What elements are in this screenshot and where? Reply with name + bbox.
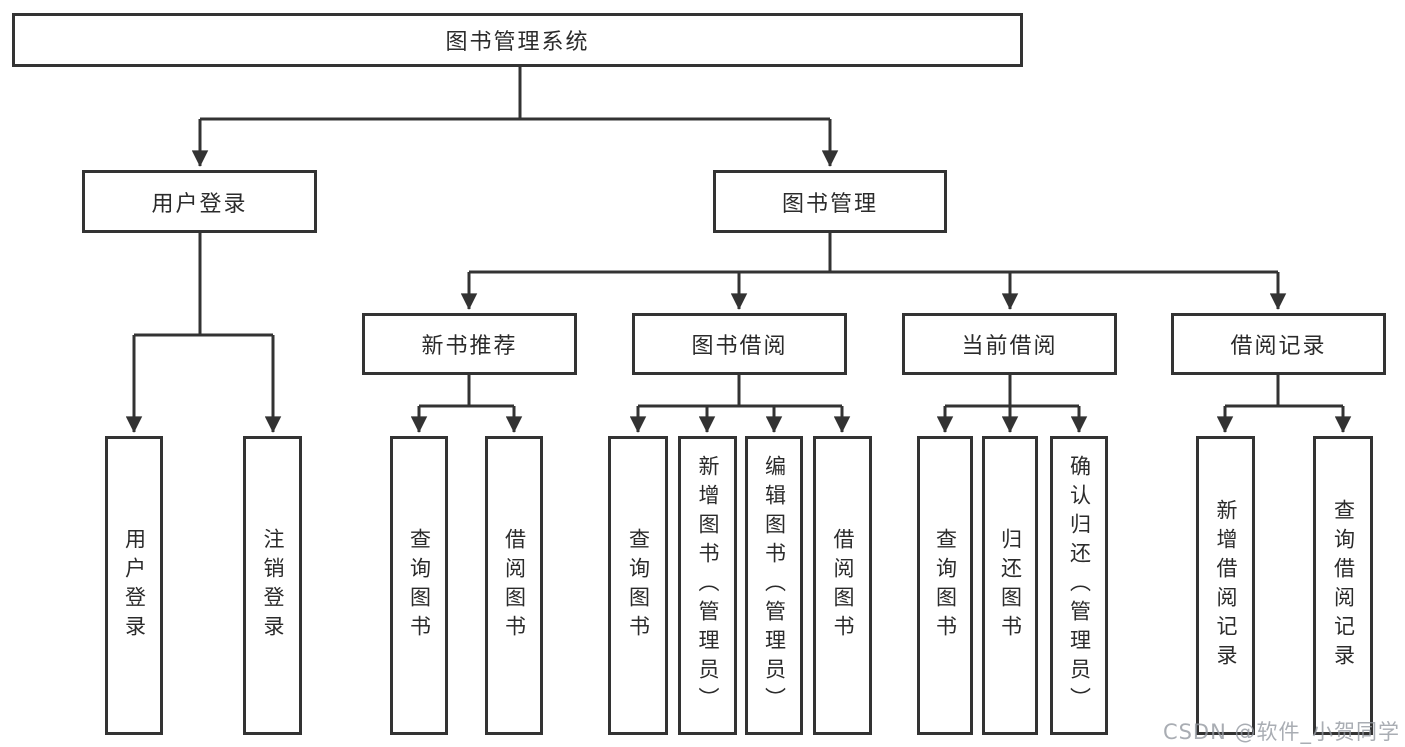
leaf-edit-book-admin: 编辑图书（管理员） (745, 436, 803, 735)
connector-arrows (125, 119, 1352, 433)
connector-lines (134, 67, 1343, 408)
leaf-query-books-recommend: 查询图书 (390, 436, 448, 735)
leaf-add-book-admin: 新增图书（管理员） (678, 436, 737, 735)
node-book-borrow: 图书借阅 (632, 313, 847, 375)
leaf-borrow-books-recommend: 借阅图书 (485, 436, 543, 735)
leaf-logout: 注销登录 (243, 436, 302, 735)
leaf-query-books-borrow: 查询图书 (608, 436, 668, 735)
leaf-user-login: 用户登录 (105, 436, 163, 735)
leaf-query-books-current: 查询图书 (917, 436, 973, 735)
branch-user-login: 用户登录 (82, 170, 317, 233)
leaf-return-book: 归还图书 (982, 436, 1038, 735)
watermark: CSDN @软件_小贺同学 (1162, 720, 1400, 744)
node-borrow-records: 借阅记录 (1171, 313, 1386, 375)
leaf-borrow-books-borrow: 借阅图书 (813, 436, 872, 735)
leaf-query-borrow-record: 查询借阅记录 (1313, 436, 1373, 735)
leaf-confirm-return-admin: 确认归还（管理员） (1050, 436, 1108, 735)
node-new-book-recommend: 新书推荐 (362, 313, 577, 375)
branch-book-management: 图书管理 (713, 170, 947, 233)
leaf-add-borrow-record: 新增借阅记录 (1196, 436, 1255, 735)
node-current-borrow: 当前借阅 (902, 313, 1117, 375)
root-node: 图书管理系统 (12, 13, 1023, 67)
